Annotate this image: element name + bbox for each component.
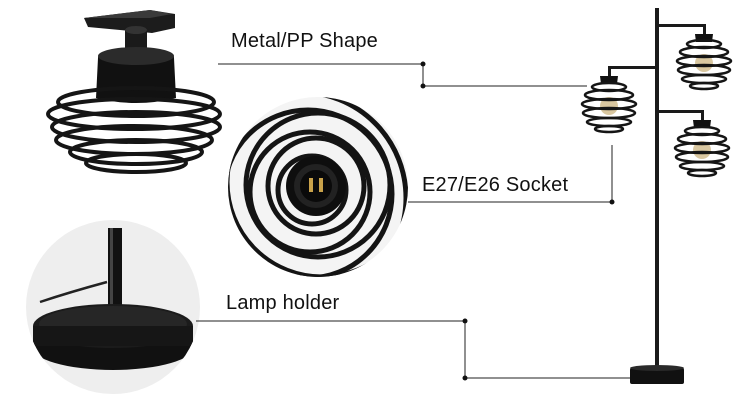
floor-lamp-icon	[580, 8, 733, 384]
shape-label: Metal/PP Shape	[231, 30, 378, 52]
socket-closeup-icon	[228, 97, 408, 277]
lamp-shade-top	[675, 34, 733, 91]
lamp-shade-bottom	[673, 120, 731, 178]
leader-dots	[420, 61, 615, 381]
lamp-holder-label: Lamp holder	[226, 292, 340, 314]
socket-label: E27/E26 Socket	[422, 174, 569, 196]
lamp-shade-left	[580, 76, 638, 134]
lamp-shade-detail-icon	[46, 10, 222, 174]
lamp-base-icon	[26, 220, 200, 394]
